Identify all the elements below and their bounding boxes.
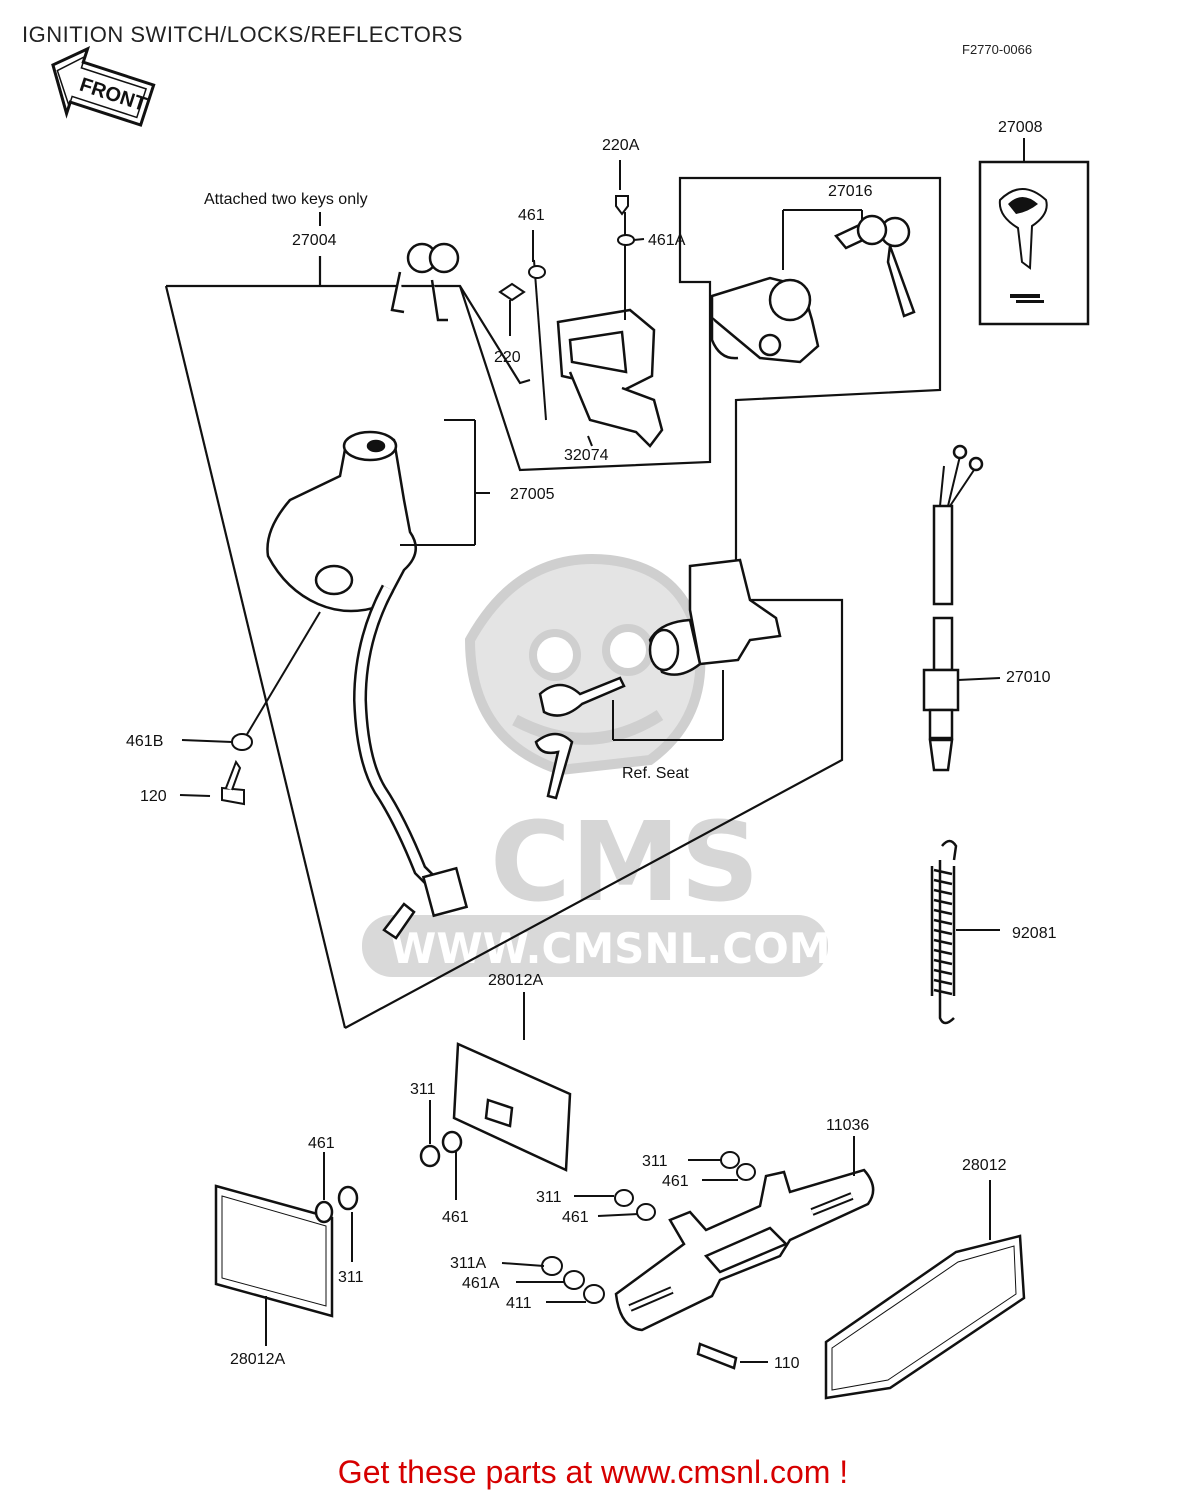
- lock-27016: [710, 209, 916, 364]
- label-28012a-bottom: 28012A: [230, 1351, 285, 1368]
- label-311-f: 311: [338, 1269, 364, 1286]
- switch-27010: [922, 444, 1001, 772]
- label-28012: 28012: [962, 1157, 1007, 1174]
- label-461-e: 461: [562, 1209, 589, 1226]
- screws-top: [498, 195, 635, 336]
- watermark-brand: CMS: [490, 798, 759, 926]
- bracket-11036: [614, 1136, 875, 1370]
- label-27005: 27005: [510, 486, 555, 503]
- part-labels: 27008 220A 27016 461 461A Attached two k…: [126, 119, 1057, 1372]
- label-110: 110: [774, 1355, 800, 1372]
- diagram-title: IGNITION SWITCH/LOCKS/REFLECTORS: [22, 22, 463, 47]
- label-120: 120: [140, 788, 167, 805]
- reflector-28012a-bottom: [214, 1152, 359, 1346]
- label-461-c: 461: [662, 1173, 689, 1190]
- label-311-c: 311: [642, 1153, 668, 1170]
- label-92081: 92081: [1012, 925, 1057, 942]
- note-attached-keys: Attached two keys only: [204, 191, 368, 208]
- label-411: 411: [506, 1295, 532, 1312]
- label-461-top: 461: [518, 207, 545, 224]
- watermark-url: WWW.CMSNL.COM: [390, 924, 831, 973]
- footer-cta[interactable]: Get these parts at www.cmsnl.com !: [337, 1454, 849, 1490]
- parts-diagram: CMS WWW.CMSNL.COM FRONT: [51, 46, 1090, 1400]
- label-27010: 27010: [1006, 669, 1051, 686]
- label-461a-top: 461A: [648, 232, 686, 249]
- key-card-27008: [978, 138, 1090, 326]
- label-311-a: 311: [410, 1081, 436, 1098]
- label-27004: 27004: [292, 232, 337, 249]
- group-outlines: [164, 176, 942, 1029]
- label-28012a-top: 28012A: [488, 972, 543, 989]
- bracket-32074: [533, 212, 664, 448]
- seat-lock: [534, 558, 782, 800]
- label-461-d: 461: [308, 1135, 335, 1152]
- nuts-washers: [501, 1151, 756, 1304]
- label-311-e: 311: [536, 1189, 562, 1206]
- label-11036: 11036: [826, 1117, 869, 1134]
- label-311a: 311A: [450, 1255, 487, 1272]
- figure-number: F2770-0066: [962, 42, 1033, 57]
- ignition-switch-27005: [245, 242, 490, 940]
- label-461b: 461B: [126, 733, 163, 750]
- label-27008: 27008: [998, 119, 1043, 136]
- spring-92081: [930, 839, 1000, 1025]
- label-461a-b: 461A: [462, 1275, 500, 1292]
- reflector-28012: [824, 1180, 1026, 1400]
- note-ref-seat: Ref. Seat: [622, 765, 689, 782]
- label-32074: 32074: [564, 447, 609, 464]
- label-461-b: 461: [442, 1209, 469, 1226]
- label-27016: 27016: [828, 183, 873, 200]
- screw-120-washer-461b: [179, 733, 253, 806]
- label-220: 220: [494, 349, 521, 366]
- reflector-28012a-top: [419, 992, 572, 1200]
- leader-lines: [319, 160, 645, 262]
- front-arrow: FRONT: [51, 46, 156, 127]
- label-220a: 220A: [602, 137, 640, 154]
